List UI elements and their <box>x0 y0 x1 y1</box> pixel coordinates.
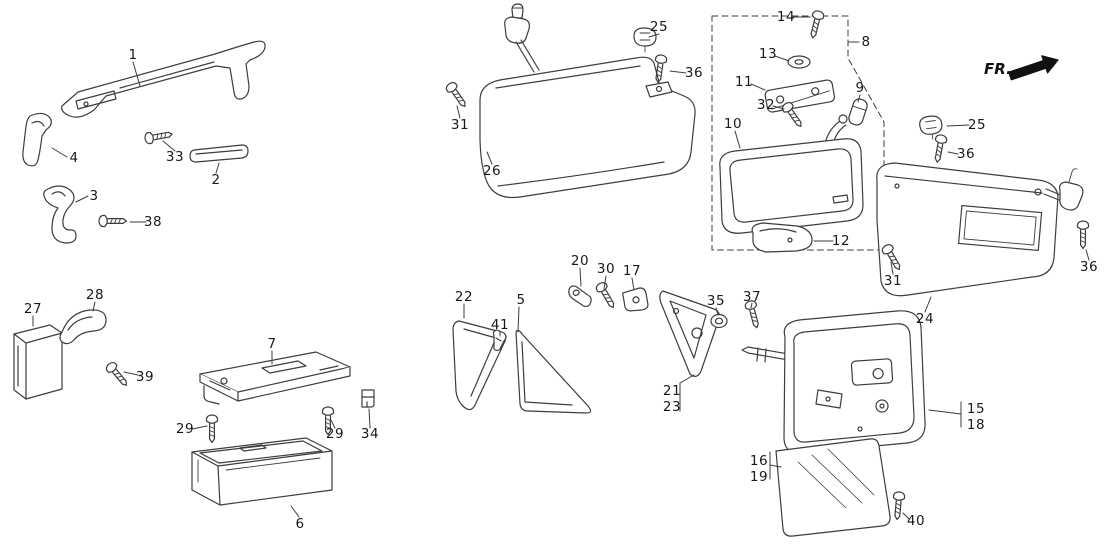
ashtray-assembly <box>13 309 375 506</box>
left-sun-visor-assembly <box>444 3 696 199</box>
rearview-mirror-assembly <box>711 9 885 253</box>
right-sun-visor-assembly <box>876 115 1090 297</box>
corner-trim-assembly <box>452 280 763 414</box>
fr-direction-arrow <box>1008 55 1059 81</box>
leader-lines <box>32 16 1090 520</box>
fr-direction-label: FR. <box>984 60 1012 78</box>
grab-handle-assembly <box>22 40 266 244</box>
door-mirror-assembly <box>741 310 926 537</box>
